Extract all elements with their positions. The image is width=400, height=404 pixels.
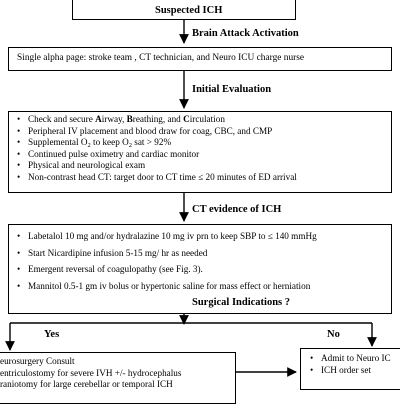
yes-outcome-line: eurosurgery Consult xyxy=(0,356,75,366)
no-label: No xyxy=(327,329,340,340)
brain-attack-box xyxy=(8,47,392,71)
ct-evidence-item: Start Nicardipine infusion 5-15 mg/ hr a… xyxy=(16,248,317,260)
initial-eval-item: Non-contrast head CT: target door to CT … xyxy=(16,172,297,184)
no-outcome-item: Admit to Neuro IC xyxy=(309,353,391,365)
ct-evidence-list: Labetalol 10 mg and/or hydralazine 10 mg… xyxy=(16,231,317,292)
ct-evidence-title: CT evidence of ICH xyxy=(192,204,282,215)
initial-eval-item: Physical and neurological exam xyxy=(16,160,297,172)
surgical-title: Surgical Indications ? xyxy=(192,297,291,308)
yes-label: Yes xyxy=(44,329,60,340)
yes-outcome-box xyxy=(0,352,236,404)
ct-evidence-item: Mannitol 0.5-1 gm iv bolus or hypertonic… xyxy=(16,281,317,293)
no-outcome-item: ICH order set xyxy=(309,365,391,377)
suspected-ich-box xyxy=(72,0,296,20)
initial-eval-title: Initial Evaluation xyxy=(192,84,272,95)
brain-attack-title: Brain Attack Activation xyxy=(192,28,299,39)
yes-outcome-lines: eurosurgery Consult entriculostomy for s… xyxy=(0,356,181,391)
brain-attack-text: Single alpha page: stroke team , CT tech… xyxy=(17,53,305,63)
ct-evidence-item: Labetalol 10 mg and/or hydralazine 10 mg… xyxy=(16,231,317,243)
initial-eval-item: Continued pulse oximetry and cardiac mon… xyxy=(16,149,297,161)
initial-eval-airway: Check and secure Airway, Breathing, and … xyxy=(16,114,297,126)
yes-outcome-line: entriculostomy for severe IVH +/- hydroc… xyxy=(0,367,182,378)
initial-eval-list: Check and secure Airway, Breathing, and … xyxy=(16,114,297,184)
initial-eval-supplemental: Supplemental O2 to keep O2 sat > 92% xyxy=(16,137,297,149)
yes-outcome-line: raniotomy for large cerebellar or tempor… xyxy=(0,379,173,390)
ct-evidence-item: Emergent reversal of coagulopathy (see F… xyxy=(16,264,317,276)
initial-eval-item: Peripheral IV placement and blood draw f… xyxy=(16,126,297,138)
no-outcome-list: Admit to Neuro IC ICH order set xyxy=(309,353,391,376)
suspected-ich-title: Suspected ICH xyxy=(155,5,223,16)
